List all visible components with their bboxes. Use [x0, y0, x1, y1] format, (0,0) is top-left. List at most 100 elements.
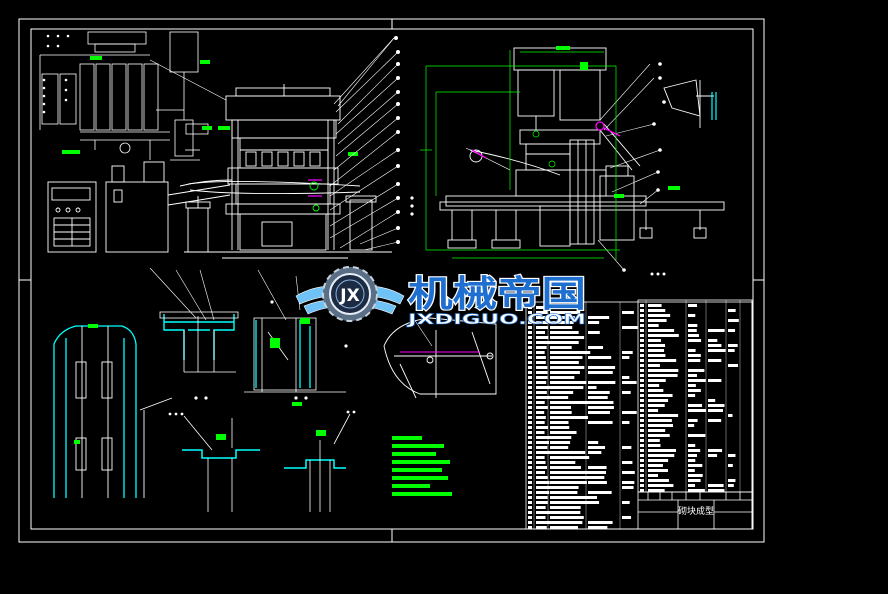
- parts-list-cell-text: [528, 341, 532, 344]
- parts-list-cell-text: [688, 459, 696, 462]
- parts-list-cell-text: [528, 356, 532, 359]
- parts-list-cell-text: [640, 304, 644, 307]
- parts-list-cell-text: [640, 484, 644, 487]
- parts-list-cell-text: [588, 371, 613, 374]
- parts-list-cell-text: [622, 326, 638, 329]
- parts-list-cell-text: [550, 476, 592, 479]
- balloon-markers: [168, 36, 666, 416]
- parts-list-cell-text: [648, 434, 670, 437]
- parts-list-cell-text: [622, 446, 632, 449]
- parts-list-cell-text: [588, 441, 599, 444]
- parts-list-cell-text: [550, 411, 572, 414]
- parts-list-cell-text: [648, 459, 669, 462]
- guide-column-internals: [75, 326, 173, 498]
- parts-list-cell-text: [536, 396, 552, 399]
- parts-list-cell-text: [588, 501, 600, 504]
- parts-list-cell-text: [536, 411, 545, 414]
- parts-list-cell-text: [640, 424, 644, 427]
- parts-list-cell-text: [688, 334, 699, 337]
- parts-list-cell-text: [588, 421, 613, 424]
- technical-notes: [392, 436, 452, 496]
- parts-list-cell-text: [550, 521, 583, 524]
- parts-list-cell-text: [688, 384, 696, 387]
- parts-list-cell-text: [528, 506, 532, 509]
- parts-list-cell-text: [528, 471, 532, 474]
- parts-list-cell-text: [728, 349, 735, 352]
- parts-list-cell-text: [648, 429, 666, 432]
- parts-list-cell-text: [536, 331, 545, 334]
- parts-list-cell-text: [550, 456, 590, 459]
- parts-list-cell-text: [648, 484, 674, 487]
- parts-list-cell-text: [536, 446, 548, 449]
- parts-list-cell-text: [640, 464, 644, 467]
- parts-list-cell-text: [708, 349, 726, 352]
- parts-list-cell-text: [536, 426, 548, 429]
- parts-list-cell-text: [536, 416, 546, 419]
- parts-list-cell-text: [688, 374, 697, 377]
- parts-list-cell-text: [648, 324, 659, 327]
- parts-list-cell-text: [640, 319, 644, 322]
- section-detail-b: [244, 317, 346, 393]
- section-detail-d-lines: [309, 413, 351, 512]
- parts-list-cell-text: [528, 426, 532, 429]
- parts-list-cell-text: [528, 351, 532, 354]
- parts-list-cell-text: [648, 369, 679, 372]
- parts-list-cell-text: [728, 319, 739, 322]
- parts-list-cell-text: [528, 511, 532, 514]
- parts-list-cell-text: [536, 451, 552, 454]
- parts-list-cell-text: [550, 341, 579, 344]
- parts-list-cell-text: [688, 489, 705, 492]
- press-side-view: [439, 47, 725, 249]
- parts-list-cell-text: [550, 481, 587, 484]
- parts-list-cell-text: [622, 311, 634, 314]
- parts-list-cell-text: [550, 421, 569, 424]
- parts-list-cell-text: [528, 326, 532, 329]
- parts-list-cell-text: [688, 474, 703, 477]
- parts-list-cell-text: [640, 439, 644, 442]
- title-block: [637, 491, 753, 530]
- parts-list-cell-text: [528, 361, 532, 364]
- parts-list-cell-text: [550, 441, 571, 444]
- parts-list-cell-text: [528, 416, 532, 419]
- parts-list-cell-text: [640, 444, 644, 447]
- parts-list-cell-text: [536, 466, 548, 469]
- parts-list-cell-text: [588, 521, 613, 524]
- parts-list-cell-text: [640, 384, 644, 387]
- parts-list-cell-text: [648, 309, 666, 312]
- parts-list-cell-text: [550, 351, 591, 354]
- parts-list-cell-text: [536, 381, 547, 384]
- parts-list-cell-text: [588, 406, 614, 409]
- parts-list-cell-text: [528, 516, 532, 519]
- parts-list-cell-text: [622, 471, 635, 474]
- parts-list-cell-text: [536, 461, 546, 464]
- parts-list-cell-text: [550, 306, 582, 309]
- parts-list-cell-text: [588, 316, 610, 319]
- parts-list-cell-text: [536, 521, 552, 524]
- parts-list-cell-text: [536, 496, 548, 499]
- parts-list-cell-text: [536, 471, 545, 474]
- parts-list-cell-text: [688, 444, 696, 447]
- parts-list-cell-text: [640, 489, 644, 492]
- parts-list-cell-text: [528, 441, 532, 444]
- parts-list-cell-text: [550, 316, 575, 319]
- parts-list-cell-text: [622, 351, 633, 354]
- parts-list-cell-text: [708, 399, 716, 402]
- hopper-detail: [663, 79, 714, 128]
- parts-list-cell-text: [622, 376, 630, 379]
- parts-list-cell-text: [648, 354, 666, 357]
- parts-list-cell-text: [536, 401, 545, 404]
- parts-list-cell-text: [648, 424, 673, 427]
- parts-list-cell-text: [640, 334, 644, 337]
- leader-lines: [149, 37, 661, 347]
- parts-list-cell-text: [528, 376, 532, 379]
- parts-list-cell-text: [528, 451, 532, 454]
- parts-list-cell-text: [640, 379, 644, 382]
- parts-list-cell-text: [688, 424, 695, 427]
- parts-list-cell-text: [728, 309, 736, 312]
- parts-list-cell-text: [536, 376, 548, 379]
- parts-list-cell-text: [528, 331, 532, 334]
- watermark-logo: JX 机械帝国 JXDIGUO.COM: [295, 266, 587, 328]
- title-block-drawing-name: 砌块成型: [678, 505, 714, 517]
- parts-list-cell-text: [550, 321, 574, 324]
